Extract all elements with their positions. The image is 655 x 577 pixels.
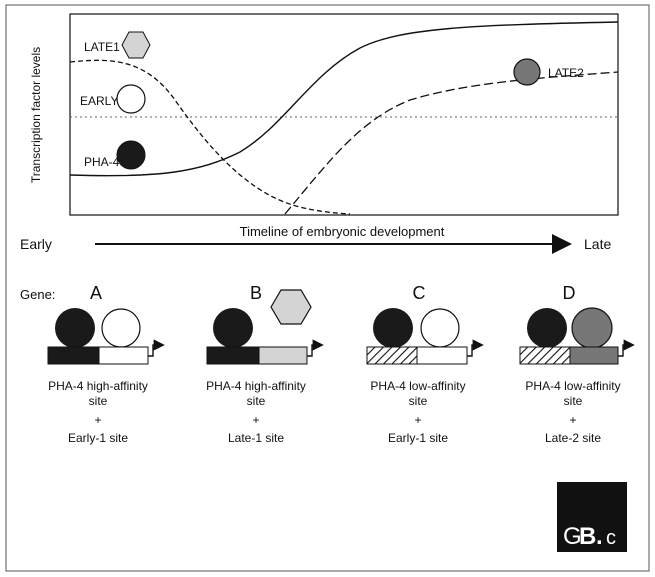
- gene-c: C PHA-4 low-affinity site + Early-1 site: [366, 283, 484, 445]
- gene-a-caption-2: site: [89, 394, 108, 408]
- gene-d-caption-2: site: [564, 394, 583, 408]
- late1-label: LATE1: [84, 40, 120, 54]
- gene-a-caption-3: +: [94, 413, 101, 427]
- gene-d-letter: D: [563, 283, 576, 303]
- gene-c-caption-4: Early-1 site: [388, 431, 448, 445]
- gene-b-pha4-circle: [213, 308, 253, 348]
- gene-prefix: Gene:: [20, 287, 55, 302]
- gene-a-letter: A: [90, 283, 102, 303]
- gene-b: B PHA-4 high-affinity site + Late-1 site: [206, 283, 324, 445]
- gene-b-caption-2: site: [247, 394, 266, 408]
- gene-b-caption-1: PHA-4 high-affinity: [206, 379, 306, 393]
- gene-a-early1-circle: [101, 308, 141, 348]
- logo-letter-c: c: [606, 527, 616, 549]
- gene-a-pha4-circle: [55, 308, 95, 348]
- graph-frame: [69, 13, 619, 216]
- gene-b-late1-site: [258, 346, 308, 365]
- gene-b-caption-4: Late-1 site: [228, 431, 284, 445]
- gene-c-caption-1: PHA-4 low-affinity: [370, 379, 465, 393]
- late-label: Late: [584, 236, 611, 252]
- y-axis-label: Transcription factor levels: [29, 47, 43, 183]
- gene-c-caption-3: +: [414, 413, 421, 427]
- gene-c-caption-2: site: [409, 394, 428, 408]
- logo-dot: .: [596, 523, 603, 550]
- gene-d-caption-4: Late-2 site: [545, 431, 601, 445]
- pha4-circle-icon: [116, 140, 146, 170]
- late2-label: LATE2: [548, 66, 584, 80]
- gb-logo: G B . c: [557, 482, 627, 552]
- gene-d-late2-circle: [571, 307, 613, 349]
- late2-circle-icon: [513, 58, 541, 86]
- early1-circle-icon: [116, 84, 146, 114]
- gene-d-caption-3: +: [569, 413, 576, 427]
- pha4-label: PHA-4: [84, 155, 120, 169]
- gene-a: A PHA-4 high-affinity site + Early-1 sit…: [47, 283, 165, 445]
- early-label: Early: [20, 236, 52, 252]
- gene-d-tss-arrow-icon: [618, 339, 635, 357]
- gene-d-caption-1: PHA-4 low-affinity: [525, 379, 620, 393]
- gene-a-early1-site: [98, 346, 149, 365]
- gene-a-caption-1: PHA-4 high-affinity: [48, 379, 148, 393]
- gene-d-pha4-lowaffinity-site: [519, 346, 571, 365]
- pha4-curve: [69, 21, 619, 177]
- gene-d: D PHA-4 low-affinity site + Late-2 site: [519, 283, 635, 445]
- gene-a-caption-4: Early-1 site: [68, 431, 128, 445]
- gene-b-pha4-site: [206, 346, 260, 365]
- gene-c-pha4-circle: [373, 308, 413, 348]
- gene-b-late1-hexagon: [270, 289, 312, 325]
- early1-label: EARLY1: [80, 94, 125, 108]
- late2-curve: [284, 71, 619, 215]
- gene-c-pha4-lowaffinity-site: [366, 346, 418, 365]
- gene-d-pha4-circle: [527, 308, 567, 348]
- gene-b-tss-arrow-icon: [307, 339, 324, 357]
- gene-b-caption-3: +: [252, 413, 259, 427]
- gene-c-early1-circle: [420, 308, 460, 348]
- late1-curve: [69, 59, 351, 215]
- gene-a-tss-arrow-icon: [148, 339, 165, 357]
- timeline-label: Timeline of embryonic development: [240, 224, 445, 239]
- gene-d-late2-site: [569, 346, 619, 365]
- gene-a-pha4-site: [47, 346, 100, 365]
- outer-frame: [5, 4, 650, 572]
- logo-letter-b: B: [579, 523, 596, 550]
- late1-hexagon-icon: [121, 31, 151, 59]
- gene-b-letter: B: [250, 283, 262, 303]
- gene-c-letter: C: [413, 283, 426, 303]
- gene-c-early1-site: [416, 346, 468, 365]
- gene-c-tss-arrow-icon: [467, 339, 484, 357]
- logo-letter-g: G: [563, 523, 582, 550]
- logo-background: [557, 482, 627, 552]
